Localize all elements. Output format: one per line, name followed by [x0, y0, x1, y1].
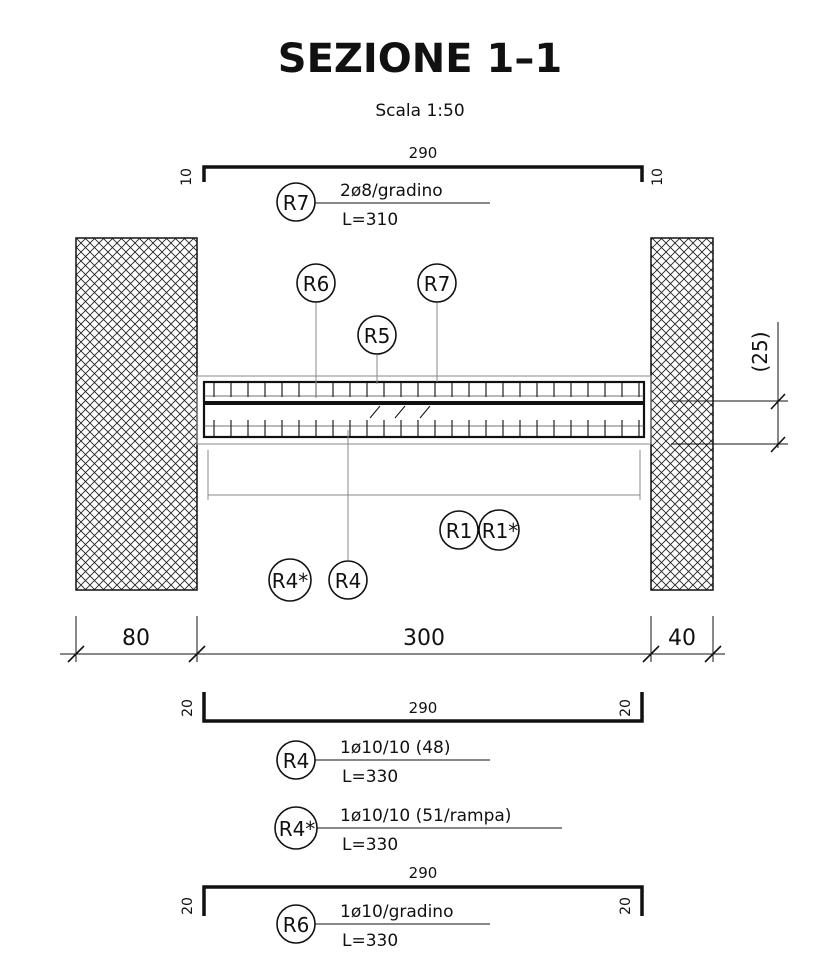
- rebar-tag-length: L=330: [342, 835, 398, 855]
- rebar-tag-id: R6: [283, 913, 310, 937]
- drawing-scale: Scala 1:50: [375, 101, 464, 121]
- callout-label: R4*: [272, 569, 309, 593]
- bar-shape-r7: 290 10 10: [179, 144, 666, 186]
- rebar-tag-id: R7: [283, 191, 310, 215]
- horizontal-dimension-line: 80 300 40: [60, 616, 725, 663]
- callout-label: R7: [424, 272, 451, 296]
- slab-section: [196, 375, 652, 500]
- bar-shape-r6: 290 20 20: [180, 864, 644, 916]
- callout-r4: R4: [328, 430, 368, 600]
- rebar-tag-length: L=330: [342, 767, 398, 787]
- dim-span: 300: [403, 626, 445, 651]
- callout-r5: R5: [357, 315, 397, 384]
- bar-shape-r4: 290 20 20: [180, 692, 644, 723]
- rebar-tag-r4star: R4* 1ø10/10 (51/rampa) L=330: [274, 806, 562, 855]
- callout-label: R4: [335, 569, 362, 593]
- stirrup-ticks: [213, 383, 640, 436]
- right-wall: [650, 237, 714, 591]
- rebar-tag-r6: R6 1ø10/gradino L=330: [276, 902, 490, 951]
- callout-label: R1*: [482, 519, 519, 543]
- bar-hook-label-right: 20: [618, 699, 634, 717]
- rebar-tag-spec: 2ø8/gradino: [340, 181, 443, 201]
- thickness-label: (25): [748, 331, 772, 372]
- drawing-title: SEZIONE 1–1: [278, 36, 562, 82]
- bar-length-label: 290: [409, 699, 438, 717]
- callout-label: R5: [364, 324, 391, 348]
- left-wall: [75, 237, 198, 591]
- rebar-tag-r7: R7 2ø8/gradino L=310: [276, 181, 490, 230]
- callout-r4star: R4*: [268, 558, 312, 602]
- bar-hook-label-left: 10: [179, 168, 195, 186]
- callout-r1star: R1*: [478, 509, 520, 551]
- bar-hook-label-left: 20: [180, 897, 196, 915]
- callout-label: R1: [446, 519, 473, 543]
- bar-hook-label-right: 20: [618, 897, 634, 915]
- rebar-tag-spec: 1ø10/10 (48): [340, 738, 451, 758]
- callout-label: R6: [303, 272, 330, 296]
- rebar-tag-length: L=330: [342, 931, 398, 951]
- thickness-dimension: (25): [671, 322, 788, 453]
- rebar-tag-r4: R4 1ø10/10 (48) L=330: [276, 738, 490, 787]
- rebar-tag-spec: 1ø10/gradino: [340, 902, 453, 922]
- bar-length-label: 290: [409, 864, 438, 882]
- bar-length-label: 290: [409, 144, 438, 162]
- bar-hook-label-left: 20: [180, 699, 196, 717]
- rebar-tag-id: R4*: [279, 817, 316, 841]
- callout-r1: R1: [439, 510, 479, 550]
- rebar-tag-spec: 1ø10/10 (51/rampa): [340, 806, 511, 826]
- rebar-tag-length: L=310: [342, 210, 398, 230]
- callout-r7: R7: [417, 263, 457, 382]
- dim-left-wall: 80: [122, 626, 150, 651]
- bar-hook-label-right: 10: [650, 168, 666, 186]
- rebar-tag-id: R4: [283, 749, 310, 773]
- dim-right-wall: 40: [668, 626, 696, 651]
- callout-r6: R6: [296, 263, 336, 398]
